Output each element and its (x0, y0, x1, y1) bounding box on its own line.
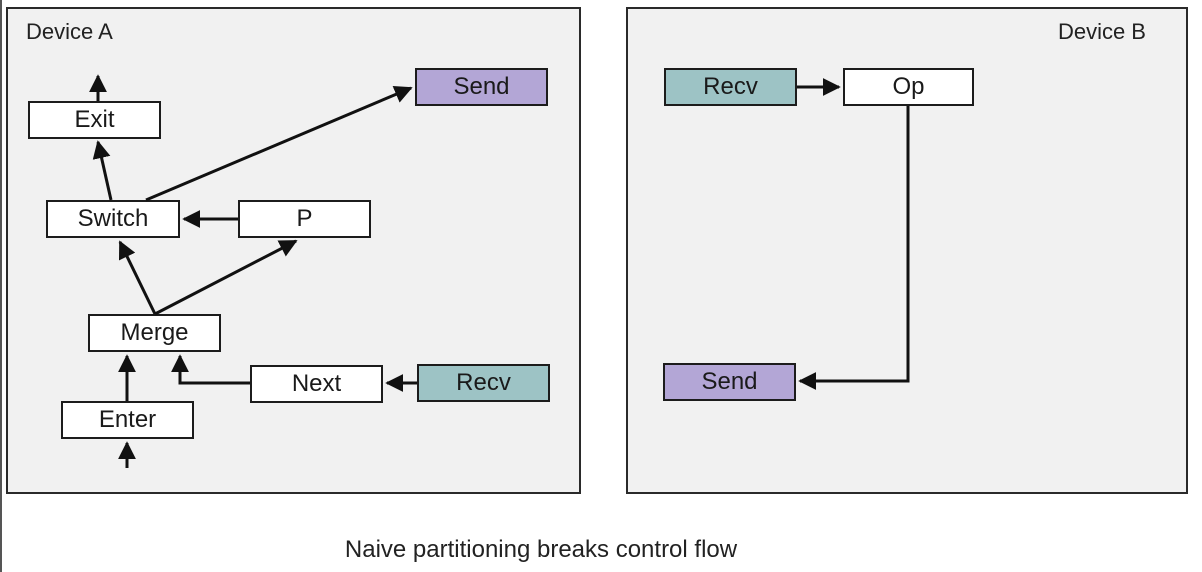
figure-caption: Naive partitioning breaks control flow (344, 536, 738, 563)
node-a-next: Next (250, 365, 383, 403)
edge-switch-send (145, 86, 413, 202)
node-b-recv: Recv (664, 68, 797, 106)
node-a-switch: Switch (46, 200, 180, 238)
node-a-merge: Merge (88, 314, 221, 352)
page-left-border (0, 0, 2, 572)
node-a-recv: Recv (417, 364, 550, 402)
node-b-op: Op (843, 68, 974, 106)
edge-op-send (798, 106, 910, 390)
device-b-label: Device B (1057, 19, 1146, 44)
edge-merge-p (154, 239, 298, 316)
edge-merge-switch (118, 240, 157, 315)
node-a-enter: Enter (61, 401, 194, 439)
node-a-send: Send (415, 68, 548, 106)
edge-next-merge (171, 354, 250, 385)
node-a-exit: Exit (28, 101, 161, 139)
node-b-send: Send (663, 363, 796, 401)
edge-switch-exit (92, 140, 113, 201)
device-a-label: Device A (26, 19, 113, 44)
node-a-p: P (238, 200, 371, 238)
